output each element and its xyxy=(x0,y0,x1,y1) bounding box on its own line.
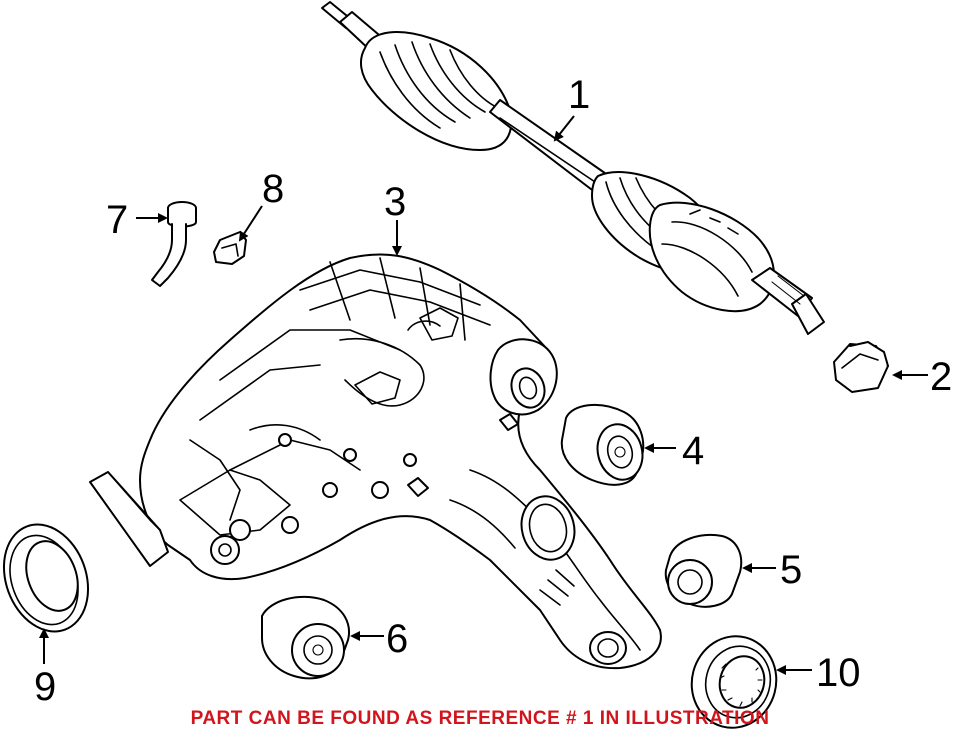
differential-housing-part-3 xyxy=(89,253,662,670)
hex-nut-part-2 xyxy=(833,341,889,393)
callout-1: 1 xyxy=(568,73,590,117)
callout-4: 4 xyxy=(682,429,704,473)
vent-hose-part-7 xyxy=(151,201,197,287)
callout-6: 6 xyxy=(386,617,408,661)
seal-part-10 xyxy=(690,635,778,729)
axle-shaft-part-1 xyxy=(321,1,825,335)
callout-3: 3 xyxy=(384,180,406,224)
reference-notice: PART CAN BE FOUND AS REFERENCE # 1 IN IL… xyxy=(191,708,770,729)
callout-2: 2 xyxy=(930,355,952,399)
callout-9: 9 xyxy=(34,665,56,709)
callout-7: 7 xyxy=(106,198,128,242)
callout-8: 8 xyxy=(262,167,284,211)
bushing-part-5 xyxy=(664,534,743,608)
callout-leaders xyxy=(39,115,928,675)
callout-10: 10 xyxy=(816,651,861,695)
bushing-part-6 xyxy=(261,595,350,680)
leader-8 xyxy=(238,205,263,242)
callout-numbers: 1 2 3 4 5 6 7 8 9 10 xyxy=(34,73,952,709)
callout-5: 5 xyxy=(780,548,802,592)
leader-1 xyxy=(553,115,575,142)
seal-part-9 xyxy=(2,523,90,633)
bushing-part-4 xyxy=(560,403,645,486)
